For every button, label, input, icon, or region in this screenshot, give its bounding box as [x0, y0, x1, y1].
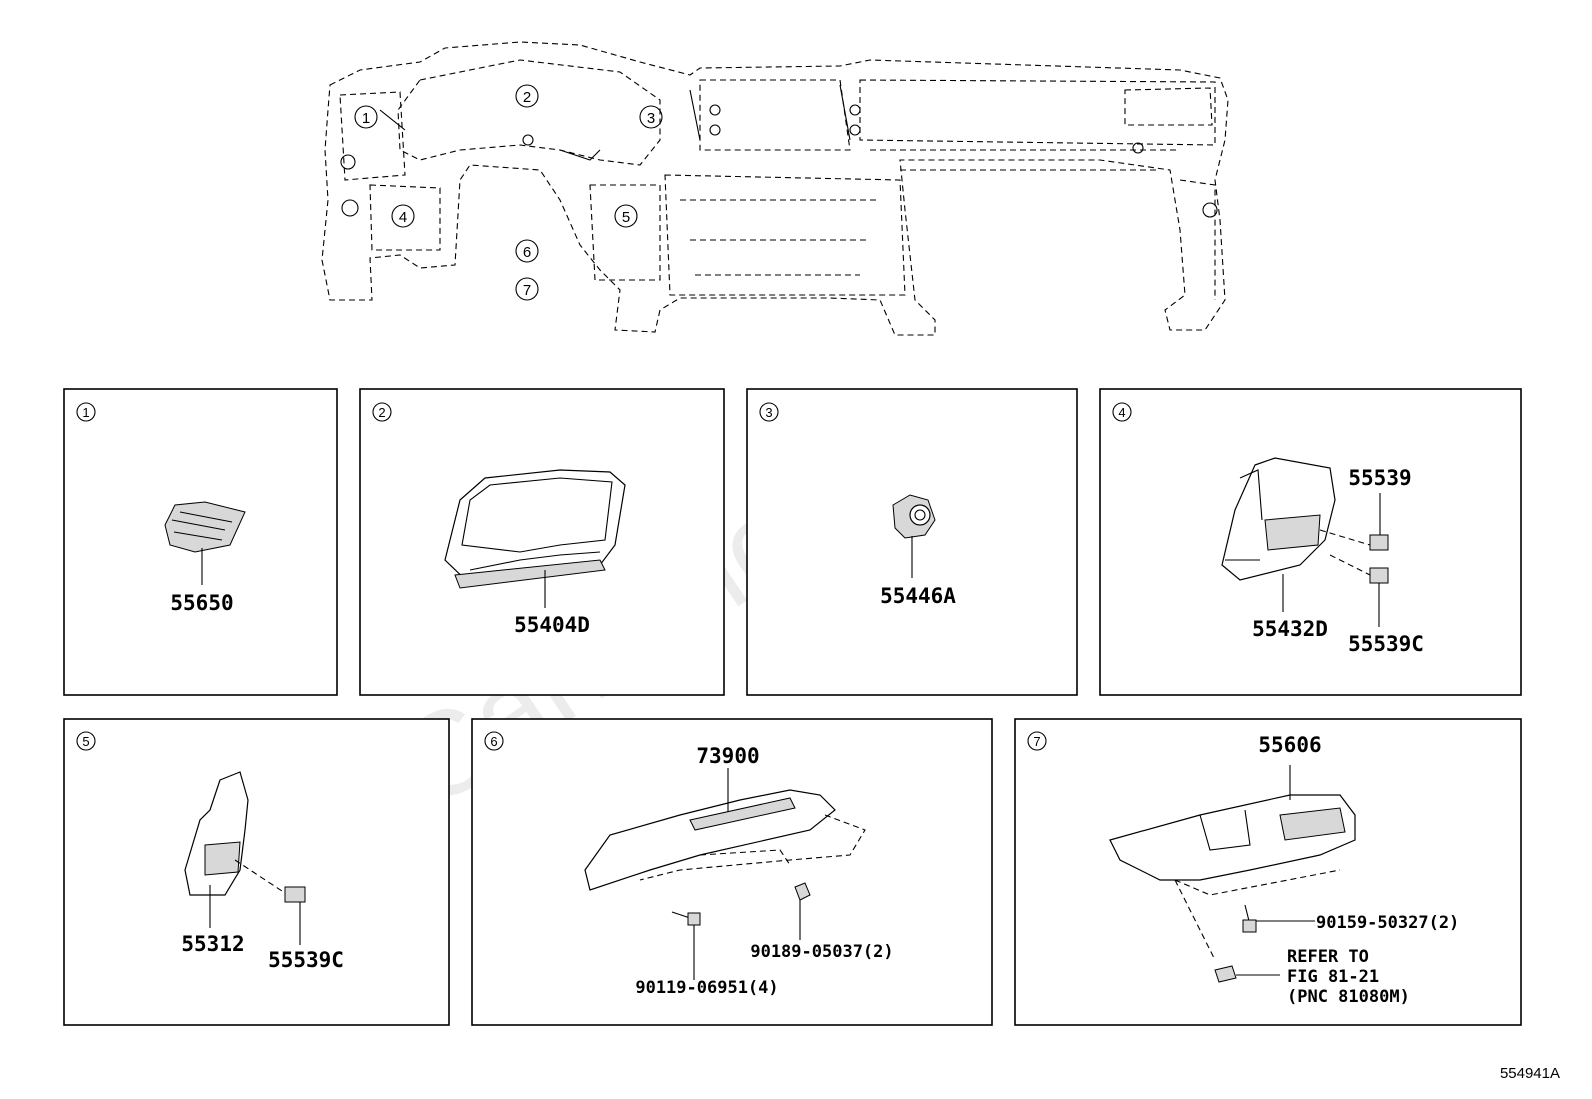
svg-text:1: 1 — [362, 110, 370, 127]
bolt-90159-drawing — [1242, 904, 1257, 933]
svg-text:4: 4 — [1118, 405, 1125, 420]
panel-4: 4 55539 55432D 55539C — [1099, 388, 1522, 696]
clip-55539C-drawing — [1369, 567, 1389, 584]
overview-callout-4: 4 — [391, 204, 415, 228]
part-90159-50327: 90159-50327(2) — [1316, 913, 1459, 933]
overview-callout-2: 2 — [515, 84, 539, 108]
part-55539: 55539 — [1348, 466, 1411, 490]
panel-6: 6 73900 90189-05037(2) 90119-06951(4) — [471, 718, 993, 1026]
meter-hood-55404D-drawing — [444, 469, 626, 589]
panel-3: 3 55446A — [746, 388, 1078, 696]
svg-text:4: 4 — [399, 209, 407, 226]
panel-7: 7 55606 90159-50327(2) REFER TO FIG 81-2… — [1014, 718, 1522, 1026]
part-55539C: 55539C — [268, 948, 344, 972]
part-55404D: 55404D — [514, 613, 590, 637]
part-73900: 73900 — [696, 744, 759, 768]
overview-callout-1: 1 — [354, 105, 378, 129]
part-55312: 55312 — [181, 932, 244, 956]
part-55446A: 55446A — [880, 584, 956, 608]
part-90189-05037: 90189-05037(2) — [750, 942, 893, 962]
cover-55606-drawing — [1109, 794, 1356, 961]
svg-text:3: 3 — [765, 405, 772, 420]
overview-callout-7: 7 — [515, 277, 539, 301]
dashboard-overview — [321, 41, 1229, 336]
svg-text:5: 5 — [82, 734, 89, 749]
svg-text:7: 7 — [1033, 734, 1040, 749]
part-55539C: 55539C — [1348, 632, 1424, 656]
svg-text:6: 6 — [490, 734, 497, 749]
refer-note-line-2: FIG 81-21 — [1287, 967, 1379, 987]
part-90119-06951: 90119-06951(4) — [635, 978, 778, 998]
overview-callout-5: 5 — [614, 204, 638, 228]
panel-55432D-drawing — [1221, 457, 1336, 581]
panel-1: 1 55650 — [63, 388, 338, 696]
reinforcement-73900-drawing — [584, 789, 866, 891]
clip-55539C-drawing — [284, 886, 306, 903]
clip-55539-drawing — [1369, 534, 1389, 551]
panel-2: 2 55404D — [359, 388, 725, 696]
clip-90189-drawing — [794, 882, 811, 901]
refer-note-line-3: (PNC 81080M) — [1287, 987, 1410, 1007]
refer-note-line-1: REFER TO — [1287, 947, 1369, 967]
part-55606: 55606 — [1258, 733, 1321, 757]
vent-55650-drawing — [164, 501, 246, 553]
svg-text:2: 2 — [378, 405, 385, 420]
diagram-id: 554941A — [1500, 1065, 1560, 1082]
svg-text:5: 5 — [622, 209, 630, 226]
svg-text:1: 1 — [82, 405, 89, 420]
svg-text:6: 6 — [523, 244, 531, 261]
svg-text:7: 7 — [523, 282, 531, 299]
overview-callout-3: 3 — [639, 105, 663, 129]
panel-5: 5 55312 55539C — [63, 718, 450, 1026]
panel-55312-drawing — [184, 771, 249, 896]
part-55432D: 55432D — [1252, 617, 1328, 641]
switch-55446A-drawing — [892, 494, 936, 539]
clip-refer-drawing — [1214, 965, 1237, 983]
part-55650: 55650 — [170, 591, 233, 615]
svg-text:2: 2 — [523, 89, 531, 106]
overview-callout-6: 6 — [515, 239, 539, 263]
svg-text:3: 3 — [647, 110, 655, 127]
